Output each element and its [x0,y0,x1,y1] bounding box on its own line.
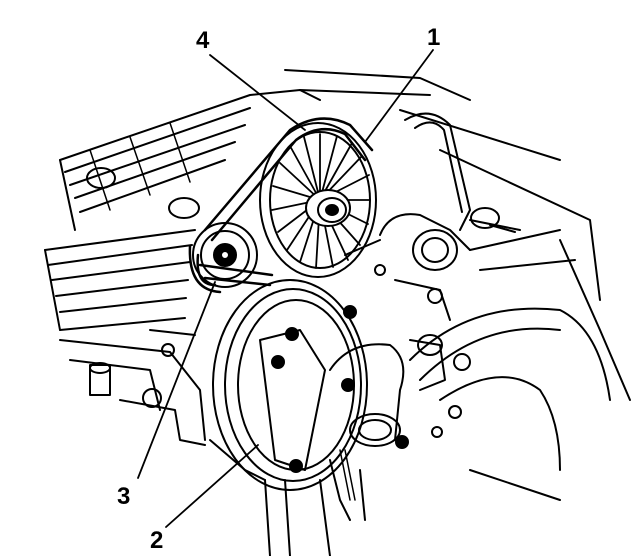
right-brackets [344,112,521,321]
leader-lines [137,49,434,528]
leader-line-2 [165,444,259,528]
tensioner-pulley [259,122,377,278]
leader-line-1 [364,49,434,143]
callout-4: 4 [196,27,210,54]
leader-line-4 [209,54,306,131]
water-pump-pulley [212,279,368,491]
lower-right-disc [409,307,611,501]
callout-3: 3 [117,483,130,510]
callout-2: 2 [150,527,163,554]
idler-pulley [192,222,258,288]
leader-line-3 [137,281,216,479]
engine-block [44,69,631,401]
callout-1: 1 [427,24,440,51]
lower-bracket [59,329,206,446]
water-outlet [329,334,446,501]
lower-pump-bracket [209,439,366,556]
